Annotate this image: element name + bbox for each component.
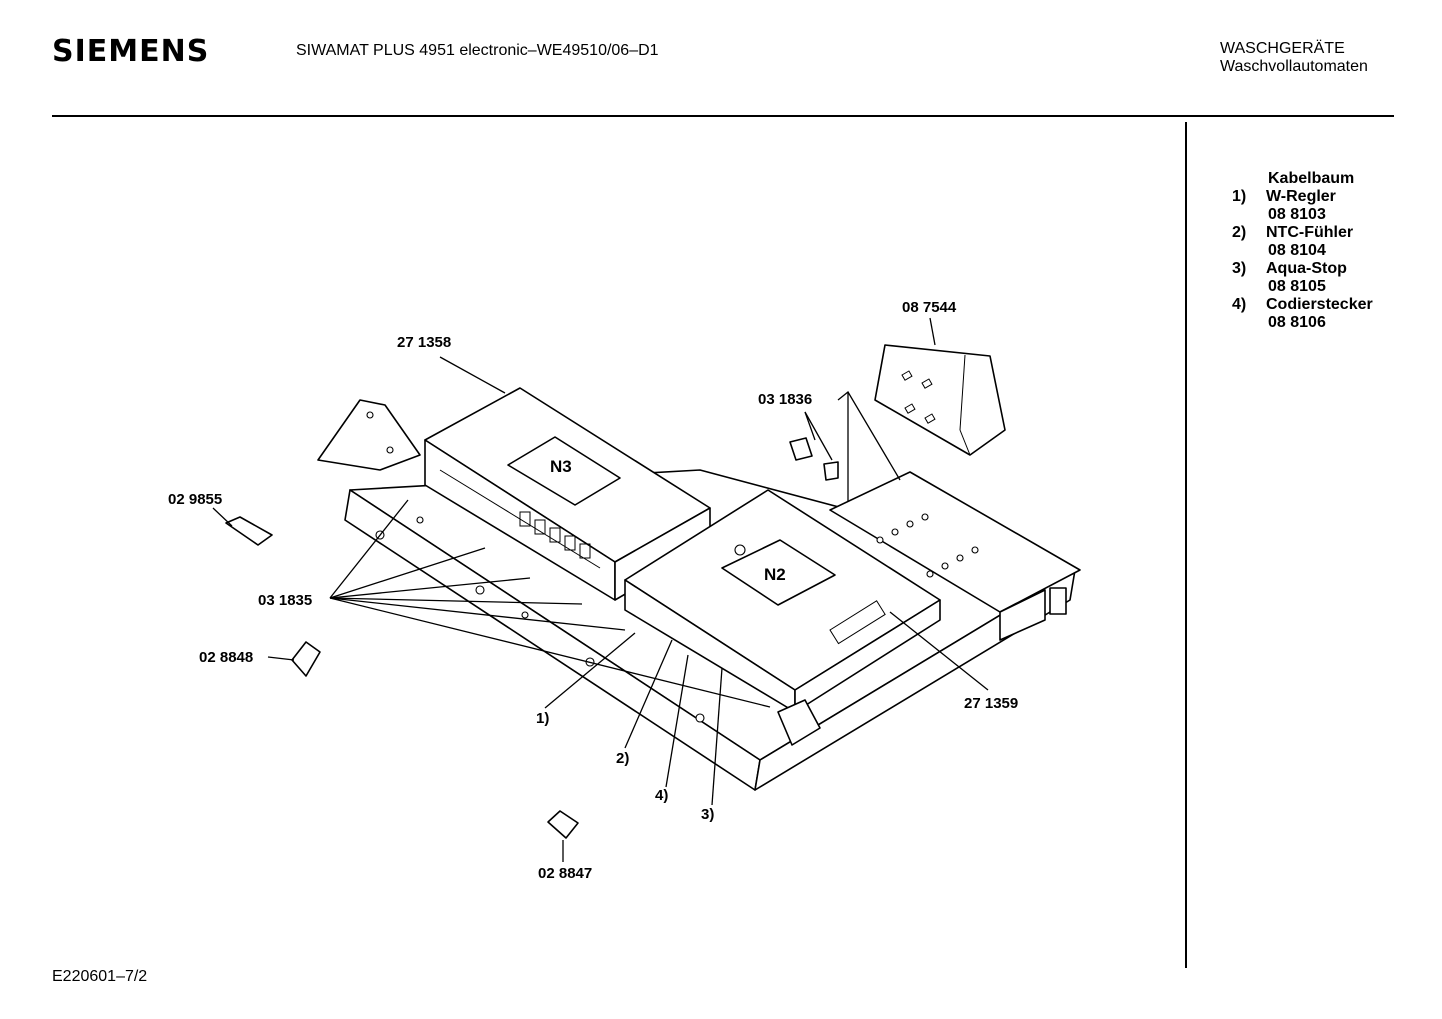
footer-drawing-code: E220601–7/2 (52, 968, 148, 985)
callout-1: 1) (536, 710, 549, 727)
legend-part-code: 08 8105 (1268, 278, 1326, 295)
legend-number: 2) (1232, 224, 1247, 241)
label-271359: 27 1359 (964, 695, 1018, 712)
callout-4: 4) (655, 787, 668, 804)
legend-item: 3) Aqua-Stop 08 8105 (1232, 260, 1373, 296)
module-n2-label: N2 (764, 565, 786, 584)
legend-part-name: Aqua-Stop (1266, 260, 1347, 277)
legend-number: 1) (1232, 188, 1247, 205)
clip-028848 (291, 641, 321, 677)
legend-item: 2) NTC-Fühler 08 8104 (1232, 224, 1373, 260)
category-line-2: Waschvollautomaten (1220, 58, 1368, 75)
relay-part (874, 344, 1006, 456)
legend-part-name: W-Regler (1266, 188, 1336, 205)
callout-2: 2) (616, 750, 629, 767)
clip-029855 (225, 516, 273, 546)
legend-part-code: 08 8103 (1268, 206, 1326, 223)
exploded-parts-diagram: 27 1358 08 7544 03 1836 02 9855 03 1835 … (168, 299, 1081, 882)
brand-logo: SIEMENS (52, 34, 210, 69)
label-031836: 03 1836 (758, 391, 812, 408)
label-031835: 03 1835 (258, 592, 312, 609)
category-block: WASCHGERÄTE Waschvollautomaten (1220, 40, 1368, 76)
legend-divider (1185, 122, 1187, 968)
category-line-1: WASCHGERÄTE (1220, 40, 1345, 57)
callout-3: 3) (701, 806, 714, 823)
legend-part-name: Codierstecker (1266, 296, 1373, 313)
clip-028847 (547, 810, 579, 839)
document-title: SIWAMAT PLUS 4951 electronic–WE49510/06–… (296, 42, 659, 59)
right-tray (829, 471, 1081, 641)
label-087544: 08 7544 (902, 299, 957, 316)
legend-number: 3) (1232, 260, 1247, 277)
legend-item: 4) Codierstecker 08 8106 (1232, 296, 1373, 332)
legend-part-code: 08 8106 (1268, 314, 1326, 331)
legend-number: 4) (1232, 296, 1247, 313)
label-028848: 02 8848 (199, 649, 253, 666)
cable-harness-legend: Kabelbaum 1) W-Regler 08 8103 2) NTC-Fühle… (1232, 170, 1373, 332)
label-271358: 27 1358 (397, 334, 451, 351)
module-n3 (424, 387, 711, 601)
legend-item: 1) W-Regler 08 8103 (1232, 188, 1373, 224)
legend-heading: Kabelbaum (1268, 170, 1355, 187)
header-divider (52, 115, 1394, 117)
module-n2 (624, 489, 941, 713)
legend-part-name: NTC-Fühler (1266, 224, 1354, 241)
module-n3-label: N3 (550, 457, 572, 476)
left-bracket (317, 399, 421, 471)
legend-part-code: 08 8104 (1268, 242, 1326, 259)
clip-031836 (789, 437, 839, 481)
label-028847: 02 8847 (538, 865, 592, 882)
label-029855: 02 9855 (168, 491, 222, 508)
